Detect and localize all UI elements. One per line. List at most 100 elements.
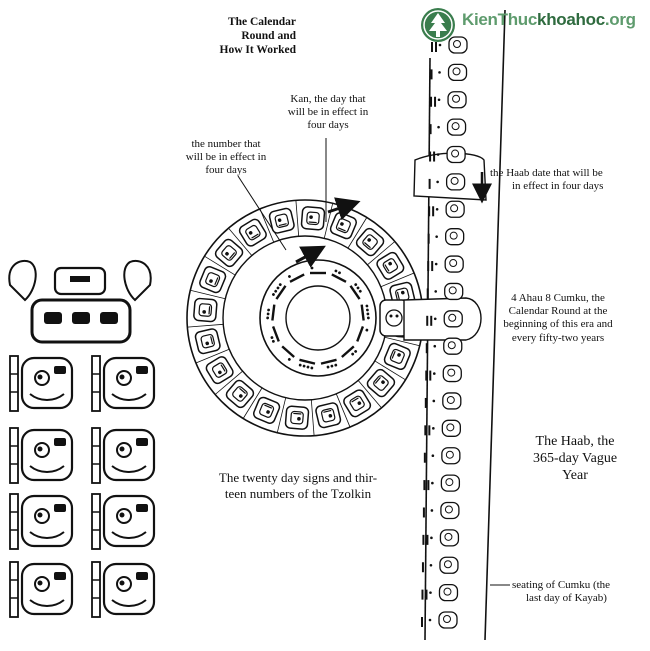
kan-label-line: Kan, the day that (290, 93, 366, 105)
haab-label-line: The Haab, the (535, 434, 615, 449)
day-sign-glyph-icon (194, 328, 221, 355)
haab-strip-right-edge (484, 9, 506, 641)
diagram-title: The Calendar Round and How It Worked (186, 16, 296, 57)
day-sign-glyph-icon (268, 207, 295, 234)
kan-label-line: will be in effect in (287, 106, 369, 119)
day-sign-glyph-icon (355, 227, 385, 257)
number-leader-line (237, 175, 287, 251)
haab-date-label: the Haab date that will be in effect in … (490, 167, 620, 193)
haab-month-glyph-icon (423, 474, 461, 492)
haab-cumku-tab (403, 297, 482, 341)
tree-logo-icon (421, 8, 455, 42)
haab-month-glyph-icon (425, 364, 462, 383)
number-glyph-icon (349, 283, 362, 300)
day-sign-glyph-icon (238, 218, 267, 247)
tzolkin-label: The twenty day signs and thir- teen numb… (188, 470, 408, 501)
haab-month-glyph-icon (422, 501, 460, 520)
day-sign-glyph-icon (193, 297, 218, 323)
number-glyph-icon (341, 345, 358, 358)
day-sign-glyph-icon (205, 356, 234, 385)
number-wheel-hole (285, 285, 351, 351)
number-glyph-icon (270, 326, 280, 343)
kan-label-line: four days (307, 119, 349, 132)
haab-month-glyph-icon (421, 583, 459, 602)
haab-month-glyph-icon (426, 282, 464, 301)
number-label: the number that will be in effect in fou… (176, 138, 276, 178)
title-line: How It Worked (219, 43, 296, 56)
title-line: The Calendar (227, 16, 296, 28)
day-sign-glyph-icon (376, 251, 405, 280)
day-sign-glyph-icon (199, 266, 227, 294)
day-sign-glyph-icon (9, 493, 74, 550)
haab-month-glyph-icon (429, 145, 466, 164)
haab-month-glyph-icon (429, 118, 467, 136)
haab-month-glyph-icon (423, 447, 461, 465)
day-sign-glyph-icon (9, 561, 74, 618)
logo-text-part2: khoahoc (537, 10, 605, 29)
haab-month-glyph-icon (424, 419, 461, 437)
haab-month-glyph-icon (425, 337, 463, 355)
day-sign-glyph-icon (9, 355, 74, 412)
number-glyph-icon (356, 326, 369, 342)
day-sign-glyph-icon (284, 405, 310, 430)
cumku-label-line: seating of Cumku (the (512, 579, 611, 591)
calendar-round-label-line: every fifty-two years (511, 331, 605, 344)
calendar-round-label-line: 4 Ahau 8 Cumku, the (511, 292, 605, 304)
day-sign-glyph-icon (91, 355, 156, 412)
day-sign-glyph-icon (91, 561, 156, 618)
calendar-round-label-line: Calendar Round at the (508, 305, 608, 318)
day-sign-glyph-icon (225, 379, 255, 409)
number-glyph-icon (331, 269, 347, 283)
day-sign-glyph-icon (343, 389, 372, 418)
calendar-round-label-line: beginning of this era and (503, 318, 613, 331)
number-glyph-icon (272, 283, 287, 300)
number-glyph-icon (288, 273, 305, 283)
haab-month-glyph-icon (424, 392, 462, 410)
day-sign-glyph-icon (366, 368, 396, 398)
site-logo-text: KienThuckhoahoc.org (462, 10, 636, 30)
cumku-label: seating of Cumku (the last day of Kayab) (512, 579, 632, 605)
haab-month-glyph-icon (431, 36, 468, 54)
haab-label: The Haab, the 365-day Vague Year (515, 434, 635, 484)
haab-month-glyph-icon (430, 91, 467, 109)
number-glyph-icon (360, 304, 370, 321)
day-sign-glyph-panel (8, 260, 156, 618)
cumku-label-line: last day of Kayab) (526, 592, 607, 605)
title-line: Round and (241, 29, 296, 42)
haab-label-line: 365-day Vague (532, 450, 618, 466)
day-sign-glyph-icon (253, 396, 281, 424)
calendar-round-label: 4 Ahau 8 Cumku, the Calendar Round at th… (488, 292, 628, 345)
tzolkin-label-line: teen numbers of the Tzolkin (224, 485, 372, 501)
haab-month-glyph-icon (421, 556, 459, 574)
day-sign-glyph-icon (329, 212, 357, 240)
logo-text-part3: .org (604, 10, 636, 29)
number-glyph-icon (320, 358, 338, 369)
logo-text-part1: KienThuc (462, 10, 538, 29)
emblem-glyph-icon (8, 260, 152, 344)
number-arrow (295, 245, 326, 268)
haab-strip (403, 9, 506, 641)
haab-label-line: Year (562, 467, 588, 483)
haab-month-glyph-icon (427, 228, 465, 246)
kan-arrow (327, 197, 361, 221)
haab-month-glyph-icon (421, 611, 458, 629)
number-glyph-icon (266, 304, 276, 321)
number-label-line: will be in effect in (185, 151, 267, 164)
number-label-line: four days (205, 164, 247, 177)
haab-month-glyph-icon (426, 310, 463, 328)
number-label-line: the number that (191, 138, 261, 150)
haab-date-label-line: in effect in four days (512, 180, 604, 193)
day-sign-glyph-icon (315, 402, 342, 429)
day-sign-glyph-icon (383, 342, 411, 370)
day-sign-glyph-icon (300, 206, 326, 231)
day-sign-glyph-icon (91, 493, 156, 550)
kan-label: Kan, the day that will be in effect in f… (278, 93, 378, 133)
haab-date-label-line: the Haab date that will be (490, 167, 603, 179)
haab-month-glyph-icon (427, 255, 464, 273)
haab-month-glyph-icon (428, 200, 465, 218)
haab-month-glyph-icon (428, 173, 466, 191)
day-sign-glyph-icon (214, 238, 244, 268)
number-glyph-icon (281, 345, 295, 361)
day-sign-glyph-icon (91, 427, 156, 484)
